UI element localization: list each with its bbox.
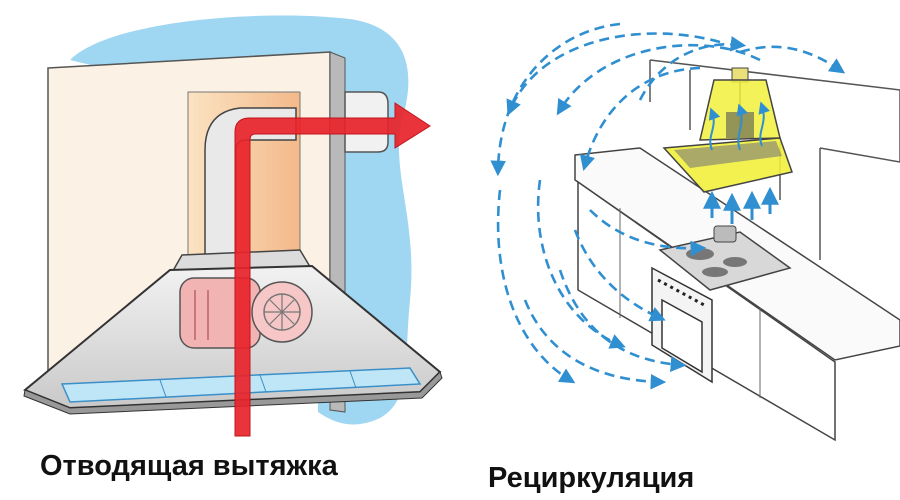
caption-recirculation: Рециркуляция bbox=[488, 462, 695, 494]
recirculation-hood-icon bbox=[662, 67, 793, 193]
hood-rim bbox=[23, 371, 443, 415]
upper-cabinet bbox=[649, 59, 900, 163]
exhaust-hood-illustration bbox=[23, 15, 443, 437]
caption-exhaust: Отводящая вытяжка bbox=[40, 450, 338, 482]
airflow-arrows bbox=[490, 22, 846, 390]
hot-air-arrow bbox=[234, 102, 431, 437]
oven-icon bbox=[651, 266, 713, 384]
recirculation-illustration bbox=[490, 22, 900, 442]
